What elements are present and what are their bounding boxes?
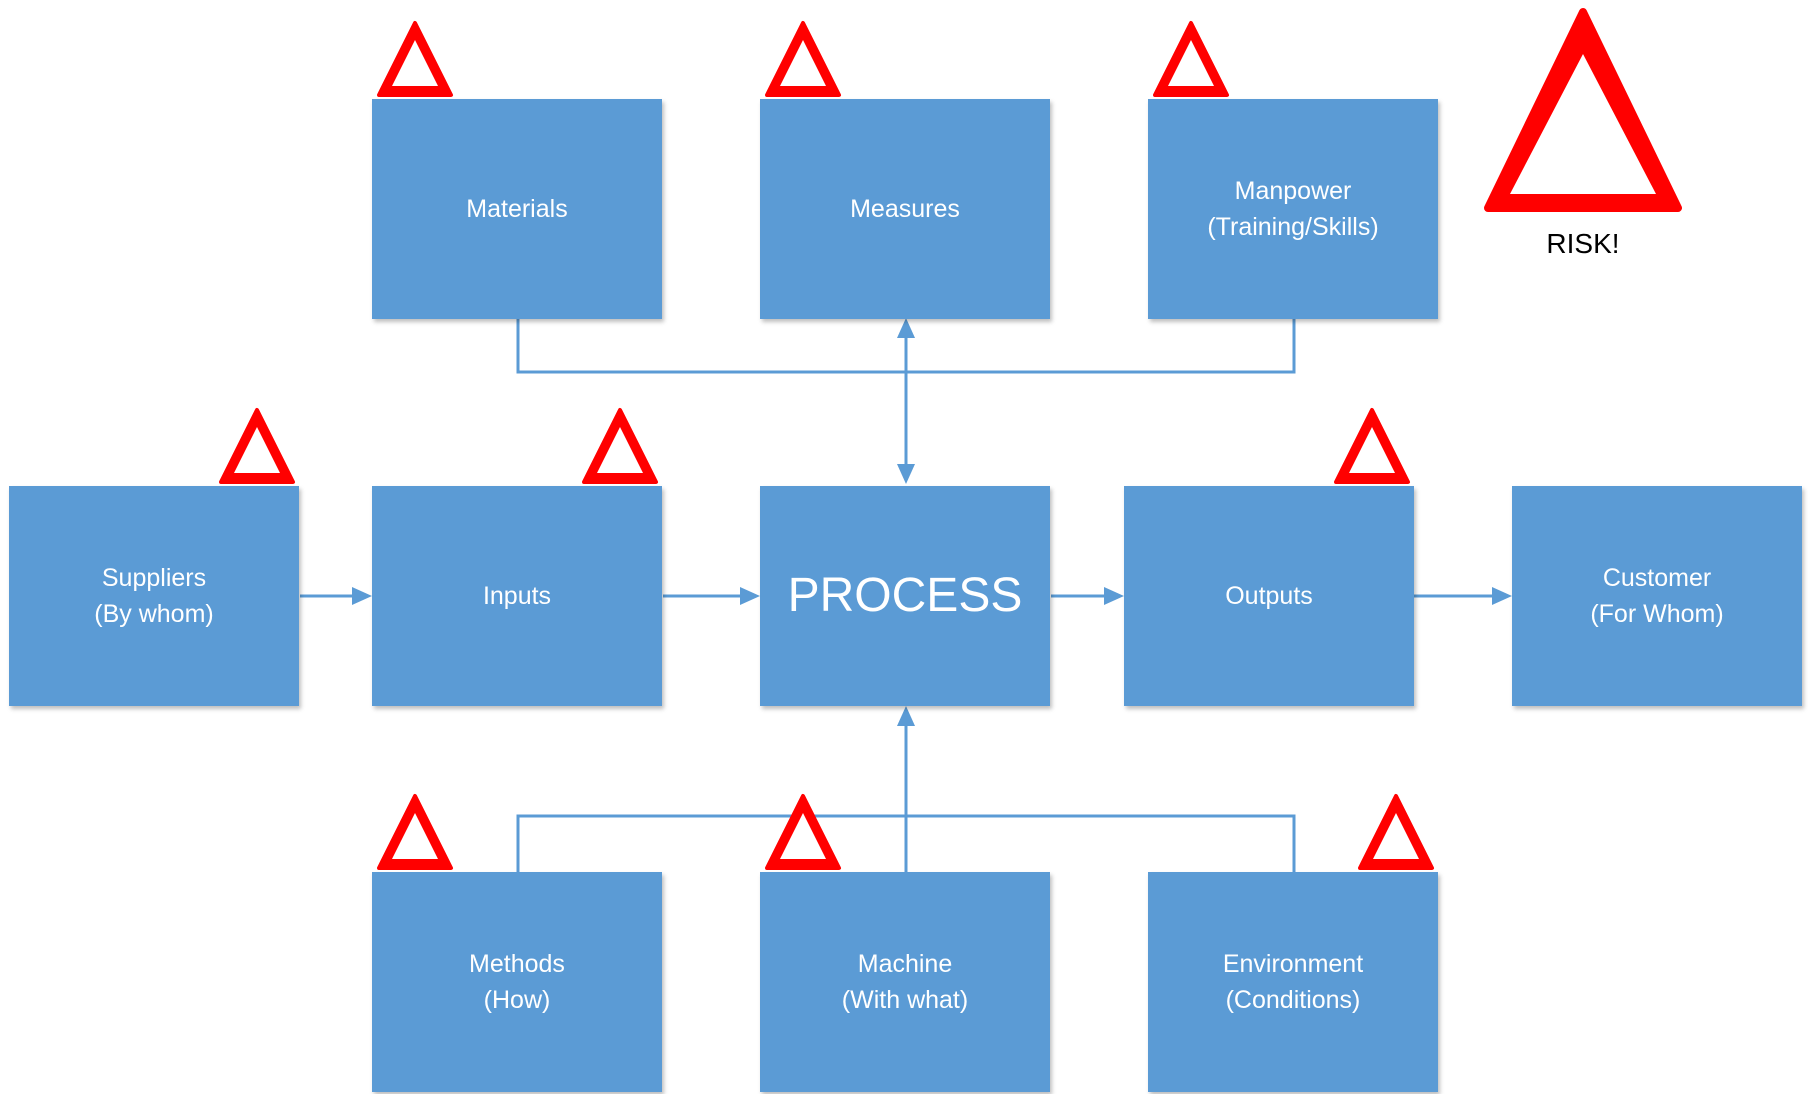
materials-box: Materials [372,99,662,319]
outputs-label: Outputs [1225,582,1313,610]
measures-box: Measures [760,99,1050,319]
arrowhead-up-measures [897,318,915,338]
suppliers-sublabel: (By whom) [94,600,214,628]
arrowhead-up-process [897,706,915,726]
outputs-box: Outputs [1124,486,1414,706]
machine-label: Machine [857,950,953,978]
process-label: PROCESS [787,569,1023,622]
measures-label: Measures [850,195,960,223]
environment-sublabel: (Conditions) [1225,986,1361,1014]
methods-sublabel: (How) [483,986,551,1014]
manpower-box: Manpower (Training/Skills) [1148,99,1438,319]
customer-sublabel: (For Whom) [1590,600,1724,628]
risk-triangle-icon [1153,21,1229,97]
process-box: PROCESS [760,486,1050,706]
risk-triangle-icon [377,794,453,870]
environment-label: Environment [1222,950,1364,978]
risk-triangle-icon [1334,408,1410,484]
risk-triangle-icon [377,21,453,97]
inputs-box: Inputs [372,486,662,706]
manpower-sublabel: (Training/Skills) [1207,213,1379,241]
customer-box: Customer (For Whom) [1512,486,1802,706]
materials-label: Materials [466,195,568,223]
risk-triangle-icon [765,794,841,870]
customer-label: Customer [1602,564,1712,592]
arrowhead-outputs [1104,587,1124,605]
methods-label: Methods [469,950,565,978]
arrowhead-down-process [897,464,915,484]
risk-legend-label: RISK! [1546,228,1620,259]
machine-sublabel: (With what) [841,986,969,1014]
risk-triangle-icon [219,408,295,484]
risk-triangle-icon [1358,794,1434,870]
risk-triangle-icon [582,408,658,484]
risk-triangle-icon [765,21,841,97]
arrowhead-inputs [352,587,372,605]
suppliers-label: Suppliers [101,564,207,592]
suppliers-box: Suppliers (By whom) [9,486,299,706]
arrowhead-process [740,587,760,605]
manpower-label: Manpower [1234,177,1352,205]
inputs-label: Inputs [482,582,552,610]
warning-triangle-icon [1484,8,1682,212]
environment-box: Environment (Conditions) [1148,872,1438,1092]
arrowhead-customer [1492,587,1512,605]
methods-box: Methods (How) [372,872,662,1092]
machine-box: Machine (With what) [760,872,1050,1092]
